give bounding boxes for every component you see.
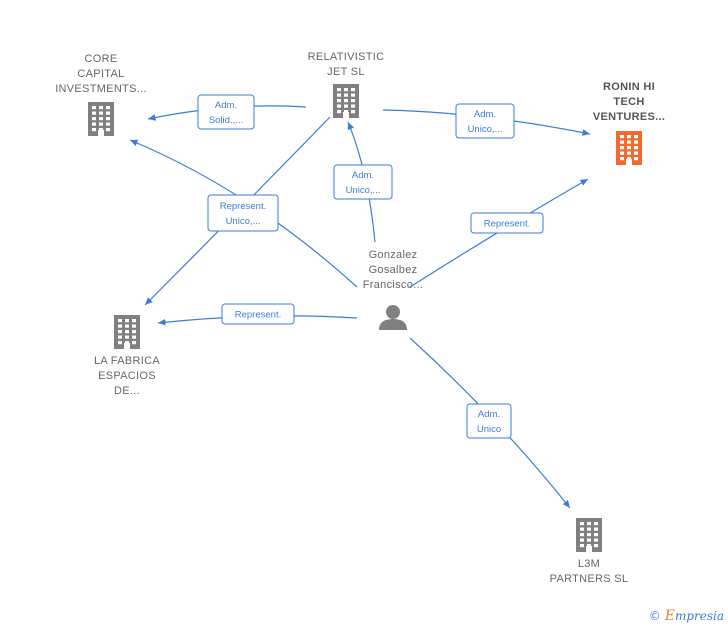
edge-label-box xyxy=(466,403,512,439)
edge-label-gon-l3m[interactable]: Adm. Unico xyxy=(466,403,512,439)
node-label: PARTNERS SL xyxy=(550,573,629,585)
edge-label-box xyxy=(333,164,393,200)
edge-label-text: Adm. xyxy=(352,170,374,181)
edge-label-gon-rel[interactable]: Adm. Unico,... xyxy=(333,164,393,200)
building-icon xyxy=(576,518,602,552)
node-label: CAPITAL xyxy=(77,68,124,80)
edge-label-text: Adm. xyxy=(215,100,237,111)
edge-label-text: Adm. xyxy=(474,109,496,120)
edge-label-text: Solid.,... xyxy=(209,115,243,126)
edge-label-text: Unico,... xyxy=(346,185,381,196)
edge-label-box xyxy=(197,94,255,130)
edge-label-text: Unico,... xyxy=(468,124,503,135)
node-gonzalez[interactable]: GonzalezGosalbezFrancisco... xyxy=(363,249,423,330)
building-icon xyxy=(333,84,359,118)
empresia-logo[interactable]: ©Empresia xyxy=(649,608,724,624)
node-label: ESPACIOS xyxy=(98,370,156,382)
node-label: Francisco... xyxy=(363,279,423,291)
edge-label-gon-ronin[interactable]: Represent. xyxy=(470,212,544,234)
edge-label-gon-core[interactable]: Represent. Unico,... xyxy=(207,194,279,232)
edge-label-text: Represent. xyxy=(220,201,266,212)
node-label: Gonzalez xyxy=(369,249,418,261)
edge-label-rel-core[interactable]: Adm. Solid.,... xyxy=(197,94,255,130)
building-icon xyxy=(88,102,114,136)
edge-label-text: Unico,... xyxy=(226,216,261,227)
copyright-symbol: © xyxy=(648,609,661,623)
node-label: DE... xyxy=(114,385,140,397)
edge-label-rel-ronin[interactable]: Adm. Unico,... xyxy=(455,103,515,139)
node-label: L3M xyxy=(578,558,600,570)
node-label: TECH xyxy=(613,96,644,108)
edge-label-text: Adm. xyxy=(478,409,500,420)
brand-name: mpresia xyxy=(674,609,724,623)
node-label: JET SL xyxy=(327,66,365,78)
node-label: Gosalbez xyxy=(369,264,418,276)
node-l3m[interactable]: L3M PARTNERS SL xyxy=(550,518,629,585)
edge-label-text: Unico xyxy=(477,424,501,435)
node-label: VENTURES... xyxy=(593,111,665,123)
edge-label-text: Represent. xyxy=(484,219,530,230)
edge-label-gon-lafab[interactable]: Represent. xyxy=(221,303,295,325)
node-core[interactable]: CORE CAPITAL INVESTMENTS... xyxy=(55,53,147,136)
node-lafabrica[interactable]: LA FABRICA ESPACIOS DE... xyxy=(94,315,160,397)
node-label: RELATIVISTIC xyxy=(308,51,385,63)
edge-label-box xyxy=(470,212,544,234)
node-label: LA FABRICA xyxy=(94,355,160,367)
node-ronin[interactable]: RONIN HI TECH VENTURES... xyxy=(593,81,665,165)
edge-label-box xyxy=(207,194,279,232)
node-label: CORE xyxy=(85,53,118,65)
brand-initial: E xyxy=(664,608,675,624)
edge-label-box xyxy=(221,303,295,325)
edge-label-box xyxy=(455,103,515,139)
person-icon xyxy=(379,305,407,330)
node-label: INVESTMENTS... xyxy=(55,83,147,95)
node-label: RONIN HI xyxy=(603,81,655,93)
building-icon xyxy=(114,315,140,349)
edge-label-text: Represent. xyxy=(235,310,281,321)
building-icon xyxy=(616,131,642,165)
node-relativistic[interactable]: RELATIVISTIC JET SL xyxy=(308,51,385,118)
